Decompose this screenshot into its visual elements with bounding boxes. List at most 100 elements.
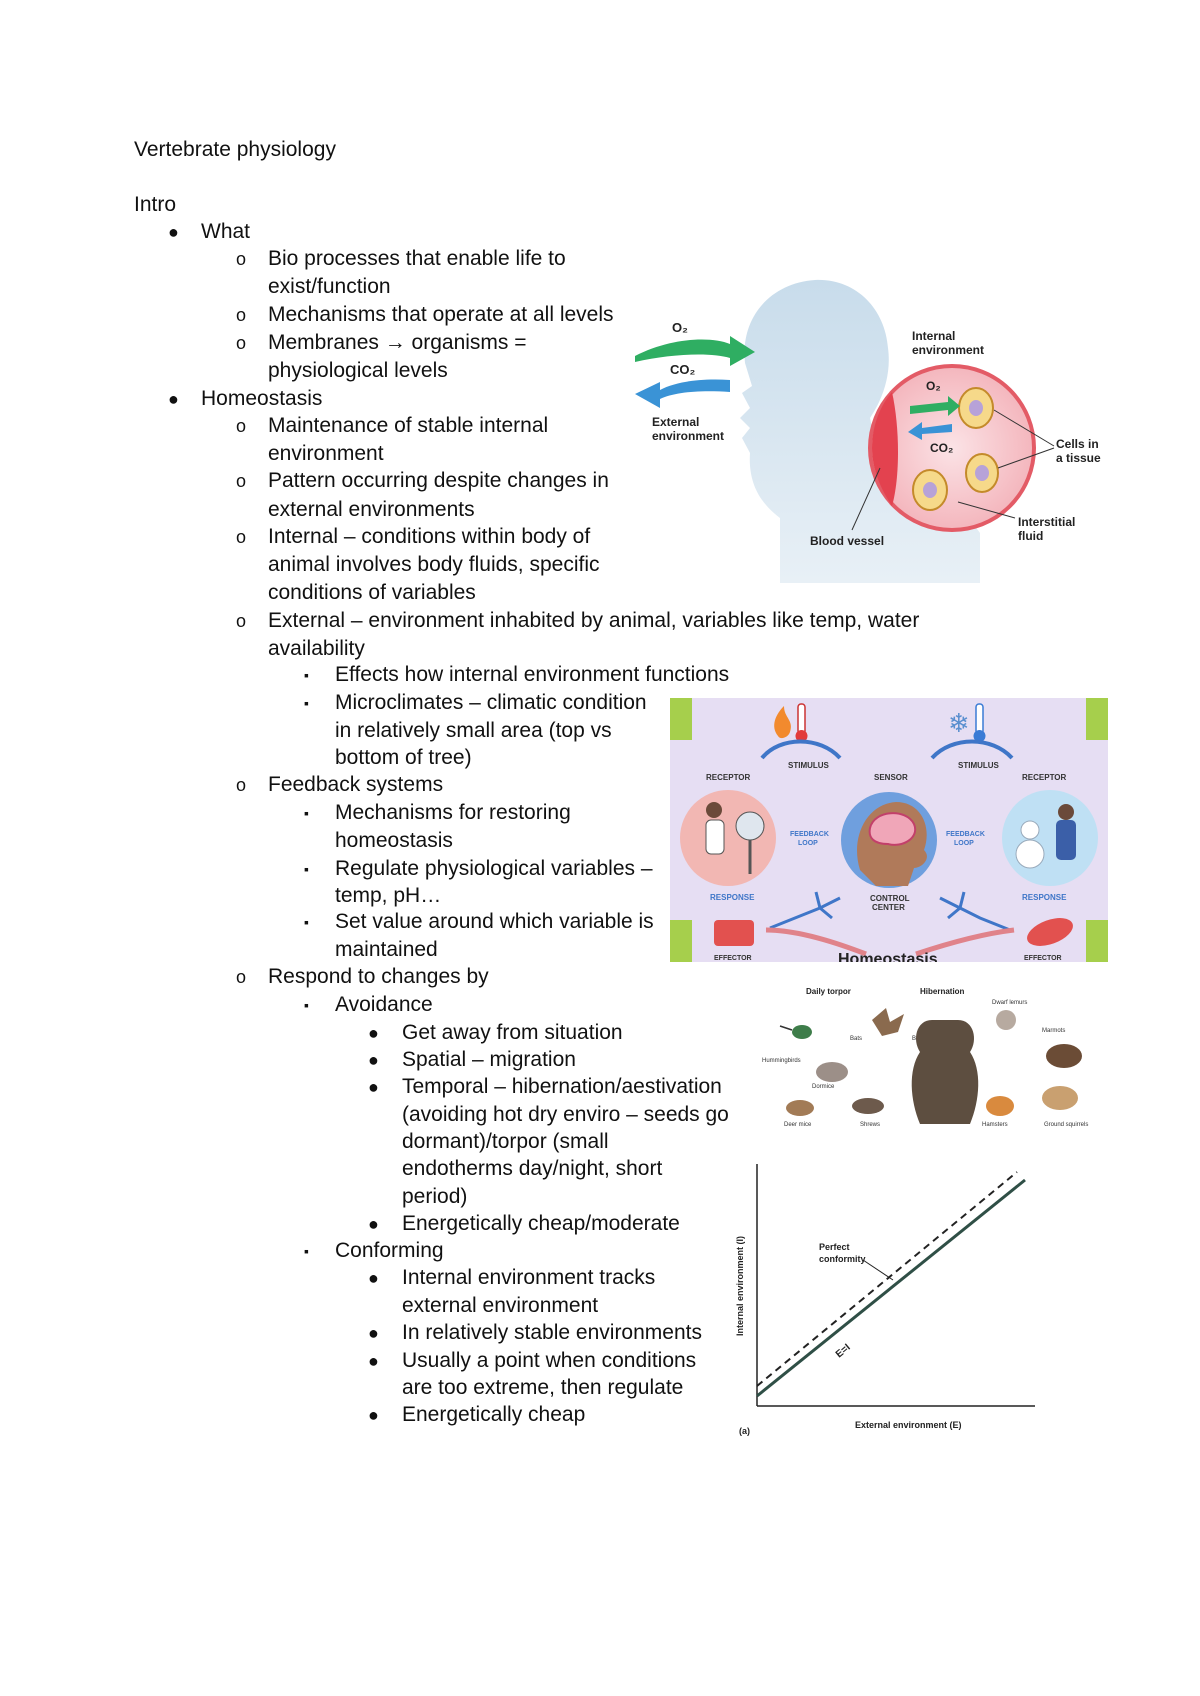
stimulus-left-label: STIMULUS [788, 761, 830, 770]
bullet-icon: ● [368, 1214, 379, 1234]
gland-icon [714, 920, 754, 946]
conformity-graph: Internal environment (I) External enviro… [735, 1164, 1035, 1436]
animal-label: Marmots [1042, 1028, 1065, 1034]
hamster-icon [986, 1096, 1014, 1116]
o2-tissue-label: O₂ [926, 379, 941, 393]
torpor-hibernation-figure: Daily torpor Hibernation Dwarf lemurs Ma… [762, 987, 1088, 1128]
blood-vessel-shape [872, 392, 898, 506]
list-item-cont: period) [402, 1185, 468, 1208]
bullet-icon: o [236, 416, 247, 436]
effector-left-label: EFFECTOR [714, 955, 752, 962]
homeostasis-title: Homeostasis [838, 951, 938, 962]
ground-squirrel-icon [1042, 1086, 1078, 1110]
list-item: Energetically cheap [402, 1403, 586, 1426]
list-item: Set value around which variable is [335, 910, 654, 933]
accent-block [1086, 698, 1108, 740]
bullet-icon: ● [168, 389, 179, 409]
bullet-icon: ▪ [304, 914, 309, 930]
list-item: Internal environment tracks [402, 1266, 656, 1289]
section-heading-intro: Intro [134, 193, 177, 216]
list-item: What [201, 220, 251, 243]
list-item-cont: are too extreme, then regulate [402, 1376, 684, 1399]
list-item: Internal – conditions within body of [268, 525, 591, 548]
conformer-line [756, 1178, 1026, 1398]
hummingbird-icon [792, 1025, 812, 1039]
panel-label: (a) [739, 1426, 750, 1436]
nucleus-shape [975, 465, 989, 481]
list-item-cont: availability [268, 637, 365, 660]
list-item: Feedback systems [268, 773, 444, 796]
snowman-body [1015, 839, 1045, 869]
list-item: Energetically cheap/moderate [402, 1212, 680, 1235]
accent-block [1086, 920, 1108, 962]
brain-icon [868, 812, 917, 846]
person-head [1058, 804, 1074, 820]
bullet-icon: ▪ [304, 1243, 309, 1259]
perfect-conformity-line [756, 1171, 1018, 1387]
bullet-icon: o [236, 333, 247, 353]
shrew-icon [852, 1098, 884, 1114]
list-item: Temporal – hibernation/aestivation [402, 1075, 722, 1098]
page-title: Vertebrate physiology [134, 138, 336, 161]
person-coat [1056, 820, 1076, 860]
bullet-icon: o [236, 527, 247, 547]
cells-label-2: a tissue [1056, 451, 1101, 465]
list-item-cont: endotherms day/night, short [402, 1157, 663, 1180]
thermometer-bulb [973, 730, 986, 742]
feedback-right-1: FEEDBACK [946, 831, 985, 838]
animal-label: Deer mice [784, 1122, 812, 1128]
bullet-icon: ▪ [304, 695, 309, 711]
cells-label-1: Cells in [1056, 437, 1099, 451]
pointer-line [957, 501, 1016, 519]
daily-torpor-label: Daily torpor [806, 987, 851, 996]
bullet-icon: ▪ [304, 667, 309, 683]
bullet-icon: ● [168, 222, 179, 242]
perfect-conformity-label-1: Perfect [819, 1242, 850, 1252]
hot-scene-circle [680, 790, 776, 886]
perfect-conformity-label-2: conformity [819, 1254, 866, 1264]
e-equals-i-label: E=I [834, 1342, 853, 1360]
sensor-label: SENSOR [874, 773, 908, 782]
accent-block [670, 698, 692, 740]
list-item-cont: physiological levels [268, 359, 448, 382]
bullet-icon: ● [368, 1023, 379, 1043]
bullet-icon: ● [368, 1050, 379, 1070]
snowman-head [1020, 820, 1040, 840]
co2-arrow [635, 379, 730, 408]
list-item: Usually a point when conditions [402, 1349, 697, 1372]
effector-right-label: EFFECTOR [1024, 955, 1062, 962]
list-item: Effects how internal environment functio… [335, 663, 730, 686]
x-axis-label: External environment (E) [855, 1420, 962, 1430]
bullet-icon: o [236, 611, 247, 631]
snowflake-icon: ❄ [948, 708, 970, 738]
nerve-fiber [915, 927, 1015, 957]
pointer-line [862, 1259, 894, 1281]
list-item-cont: (avoiding hot dry enviro – seeds go [402, 1103, 729, 1126]
list-item: Microclimates – climatic condition [335, 691, 647, 714]
homeostasis-figure: ❄ RECEPTOR STIMULUS SENSOR STIMULUS RECE… [670, 698, 1108, 962]
o2-arrow [635, 336, 755, 366]
list-item-cont: in relatively small area (top vs [335, 719, 612, 742]
list-item-cont: temp, pH… [335, 884, 442, 907]
internal-label-1: Internal [912, 329, 955, 343]
list-item-cont: bottom of tree) [335, 746, 472, 769]
list-item: Mechanisms that operate at all levels [268, 303, 614, 326]
accent-block [670, 920, 692, 962]
cold-scene-circle [1002, 790, 1098, 886]
list-item: Bio processes that enable life to [268, 247, 566, 270]
bullet-icon: o [236, 471, 247, 491]
response-right-label: RESPONSE [1022, 893, 1067, 902]
bullet-icon: o [236, 249, 247, 269]
lemur-icon [996, 1010, 1016, 1030]
stimulus-arc [930, 739, 1014, 760]
interstitial-label-1: Interstitial [1018, 515, 1075, 529]
pointer-line [997, 447, 1055, 469]
list-item: Mechanisms for restoring [335, 801, 571, 824]
hummingbird-beak [779, 1025, 793, 1031]
bullet-icon: o [236, 967, 247, 987]
muscle-icon [1027, 918, 1073, 946]
receptor-right-label: RECEPTOR [1022, 773, 1067, 782]
animal-label: Shrews [860, 1122, 880, 1128]
animal-label: Ground squirrels [1044, 1122, 1088, 1128]
animal-label: Bats [850, 1036, 862, 1042]
